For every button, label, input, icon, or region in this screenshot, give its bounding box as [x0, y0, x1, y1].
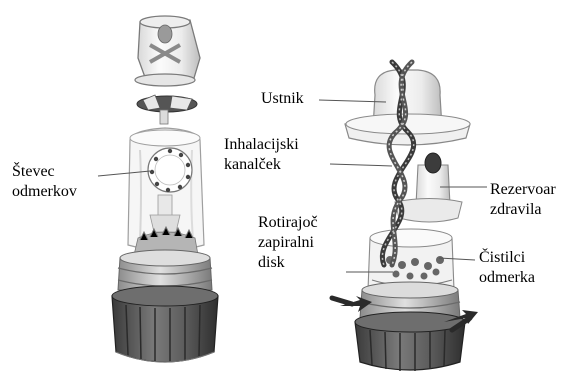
label-rezervoar-line1: Rezervoar — [490, 180, 556, 200]
label-rezervoar-zdravila: Rezervoar zdravila — [490, 180, 556, 220]
right-inhaler — [332, 62, 478, 371]
label-stevec-odmerkov: Števec odmerkov — [12, 162, 77, 202]
label-ustnik: Ustnik — [261, 89, 304, 109]
label-kanalcek-line1: Inhalacijski — [224, 135, 299, 155]
label-stevec-line1: Števec — [12, 162, 77, 182]
label-rotirajoc-line2: zapiralni — [258, 233, 318, 253]
label-cistilci-line1: Čistilci — [479, 248, 535, 268]
label-rotirajoc-zapiralni-disk: Rotirajoč zapiralni disk — [258, 213, 318, 273]
label-ustnik-line1: Ustnik — [261, 89, 304, 109]
label-cistilci-line2: odmerka — [479, 268, 535, 288]
label-cistilci-odmerka: Čistilci odmerka — [479, 248, 535, 288]
left-cap — [135, 16, 200, 86]
label-rotirajoc-line1: Rotirajoč — [258, 213, 318, 233]
label-kanalcek-line2: kanalček — [224, 155, 299, 175]
left-disk — [137, 95, 197, 124]
label-rezervoar-line2: zdravila — [490, 200, 556, 220]
leader-kanalcek — [330, 164, 392, 166]
left-inhaler — [112, 16, 218, 362]
dose-counter-dial — [148, 148, 192, 192]
left-base — [112, 286, 218, 362]
left-rings — [118, 250, 212, 290]
left-body — [128, 128, 204, 259]
label-rotirajoc-line3: disk — [258, 253, 318, 273]
label-stevec-line2: odmerkov — [12, 182, 77, 202]
label-inhalacijski-kanalcek: Inhalacijski kanalček — [224, 135, 299, 175]
